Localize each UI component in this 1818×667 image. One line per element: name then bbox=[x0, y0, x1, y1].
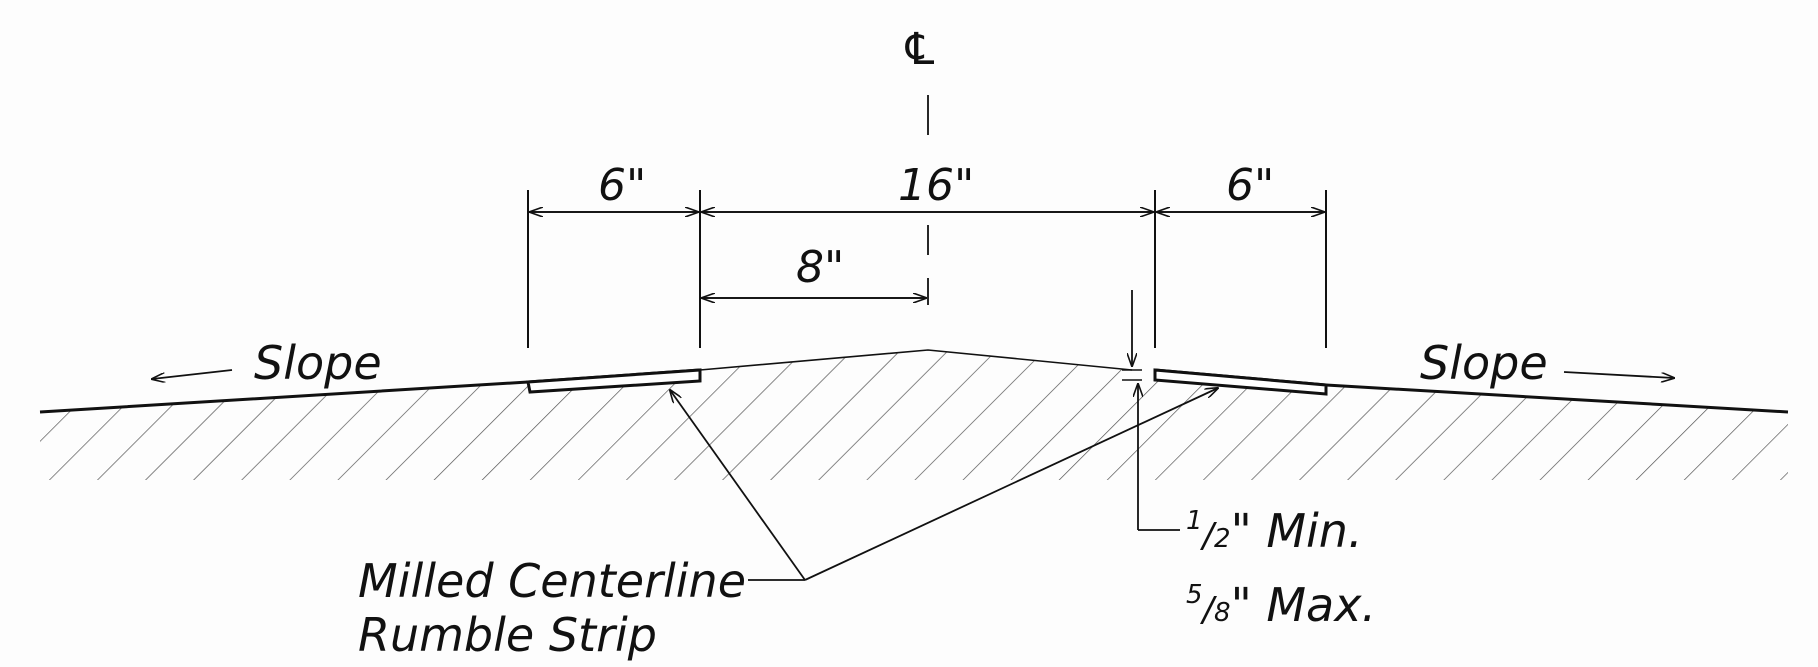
depth-max-num: 5 bbox=[1186, 580, 1203, 610]
depth-min-num: 1 bbox=[1186, 506, 1203, 536]
callout-line1: Milled Centerline bbox=[358, 554, 746, 608]
rumble-strip-right bbox=[1153, 368, 1328, 396]
slope-left-label: Slope bbox=[254, 336, 382, 390]
callout-leader bbox=[670, 390, 806, 581]
callout-line2: Rumble Strip bbox=[358, 608, 657, 662]
depth-max-label: 5/8" Max. bbox=[1186, 578, 1377, 632]
rumble-strip-left bbox=[526, 368, 702, 394]
depth-min-den: 2 bbox=[1214, 524, 1231, 554]
slope-right-label: Slope bbox=[1420, 336, 1548, 390]
depth-min-label: 1/2" Min. bbox=[1186, 504, 1363, 558]
dim-right-width: 6" bbox=[1226, 160, 1275, 211]
depth-max-den: 8 bbox=[1214, 598, 1231, 628]
centerline-symbol: ℄ bbox=[906, 24, 935, 75]
slope-arrow-left bbox=[152, 369, 233, 379]
road-surface-crown bbox=[699, 349, 1133, 371]
ground-hatch bbox=[40, 350, 1788, 480]
dim-left-width: 6" bbox=[598, 160, 647, 211]
dim-total: 16" bbox=[898, 160, 975, 211]
depth-min-text: " Min. bbox=[1230, 504, 1363, 558]
depth-max-text: " Max. bbox=[1230, 578, 1377, 632]
dim-offset: 8" bbox=[796, 242, 845, 293]
slope-arrow-right bbox=[1563, 371, 1674, 378]
callout-leader bbox=[804, 388, 1218, 581]
